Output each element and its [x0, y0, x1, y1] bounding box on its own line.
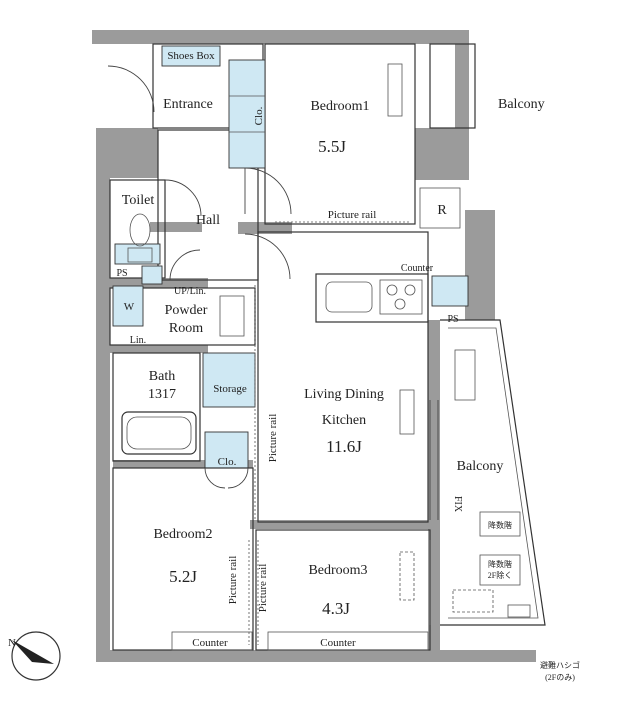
ldk-name-line1: Living Dining: [304, 387, 384, 402]
north-compass: [11, 631, 61, 681]
bath-label-line2: 1317: [148, 387, 176, 402]
powder-room-line1: Powder: [165, 303, 208, 318]
ps-kitchen-label: PS: [447, 314, 458, 325]
outer-walls: [92, 30, 536, 662]
bedroom3-counter-label: Counter: [320, 637, 356, 649]
storage-label: Storage: [213, 383, 247, 395]
labels: Bedroom1 5.5J Picture rail Shoes Box Ent…: [8, 50, 580, 682]
up-lin-label: UP/Lin.: [174, 286, 206, 297]
balcony-side-label: Balcony: [457, 459, 504, 474]
entrance-label: Entrance: [163, 97, 213, 112]
doors: [107, 65, 439, 625]
bedroom1-clo-label: Clo.: [253, 106, 265, 125]
bedroom2-counter-label: Counter: [192, 637, 228, 649]
bedroom2-picture-rail: Picture rail: [227, 556, 239, 605]
ldk-name-line2: Kitchen: [322, 413, 366, 428]
ldk-size: 11.6J: [326, 437, 362, 456]
powder-room-line2: Room: [169, 321, 203, 336]
stair-box2-line2: 2F除く: [488, 570, 512, 580]
bedroom2-size: 5.2J: [169, 567, 197, 586]
north-mark: N: [8, 637, 16, 649]
bedroom3-name: Bedroom3: [308, 563, 367, 578]
fixtures: [121, 63, 531, 651]
bedroom1-size: 5.5J: [318, 137, 346, 156]
r-mark: R: [437, 203, 447, 218]
stair-box2-line1: 降数階: [488, 559, 512, 569]
escape-ladder-line2: (2Fのみ): [545, 673, 575, 682]
bedroom1-picture-rail: Picture rail: [328, 209, 377, 221]
washer-label: W: [124, 301, 135, 313]
lin-label: Lin.: [130, 335, 146, 346]
bedroom3-size: 4.3J: [322, 599, 350, 618]
bedroom3-picture-rail: Picture rail: [257, 564, 269, 613]
shoes-box-label: Shoes Box: [167, 50, 215, 62]
room-outlines: [109, 43, 546, 651]
ldk-picture-rail: Picture rail: [267, 414, 279, 463]
bedroom2-clo-label: Clo.: [218, 456, 237, 468]
bedroom2-name: Bedroom2: [153, 527, 212, 542]
toilet-label: Toilet: [122, 193, 155, 208]
fix-label: FIX: [452, 496, 463, 513]
hall-label: Hall: [196, 213, 220, 228]
escape-ladder-line1: 避難ハシゴ: [540, 660, 580, 670]
bedroom1-name: Bedroom1: [310, 99, 369, 114]
stair-box1-label: 降数階: [488, 520, 512, 530]
balcony-top-label: Balcony: [498, 97, 545, 112]
storage-blocks: [112, 45, 469, 327]
kitchen-counter-label: Counter: [401, 263, 434, 274]
bath-label-line1: Bath: [149, 369, 175, 384]
ps-toilet-label: PS: [116, 268, 127, 279]
